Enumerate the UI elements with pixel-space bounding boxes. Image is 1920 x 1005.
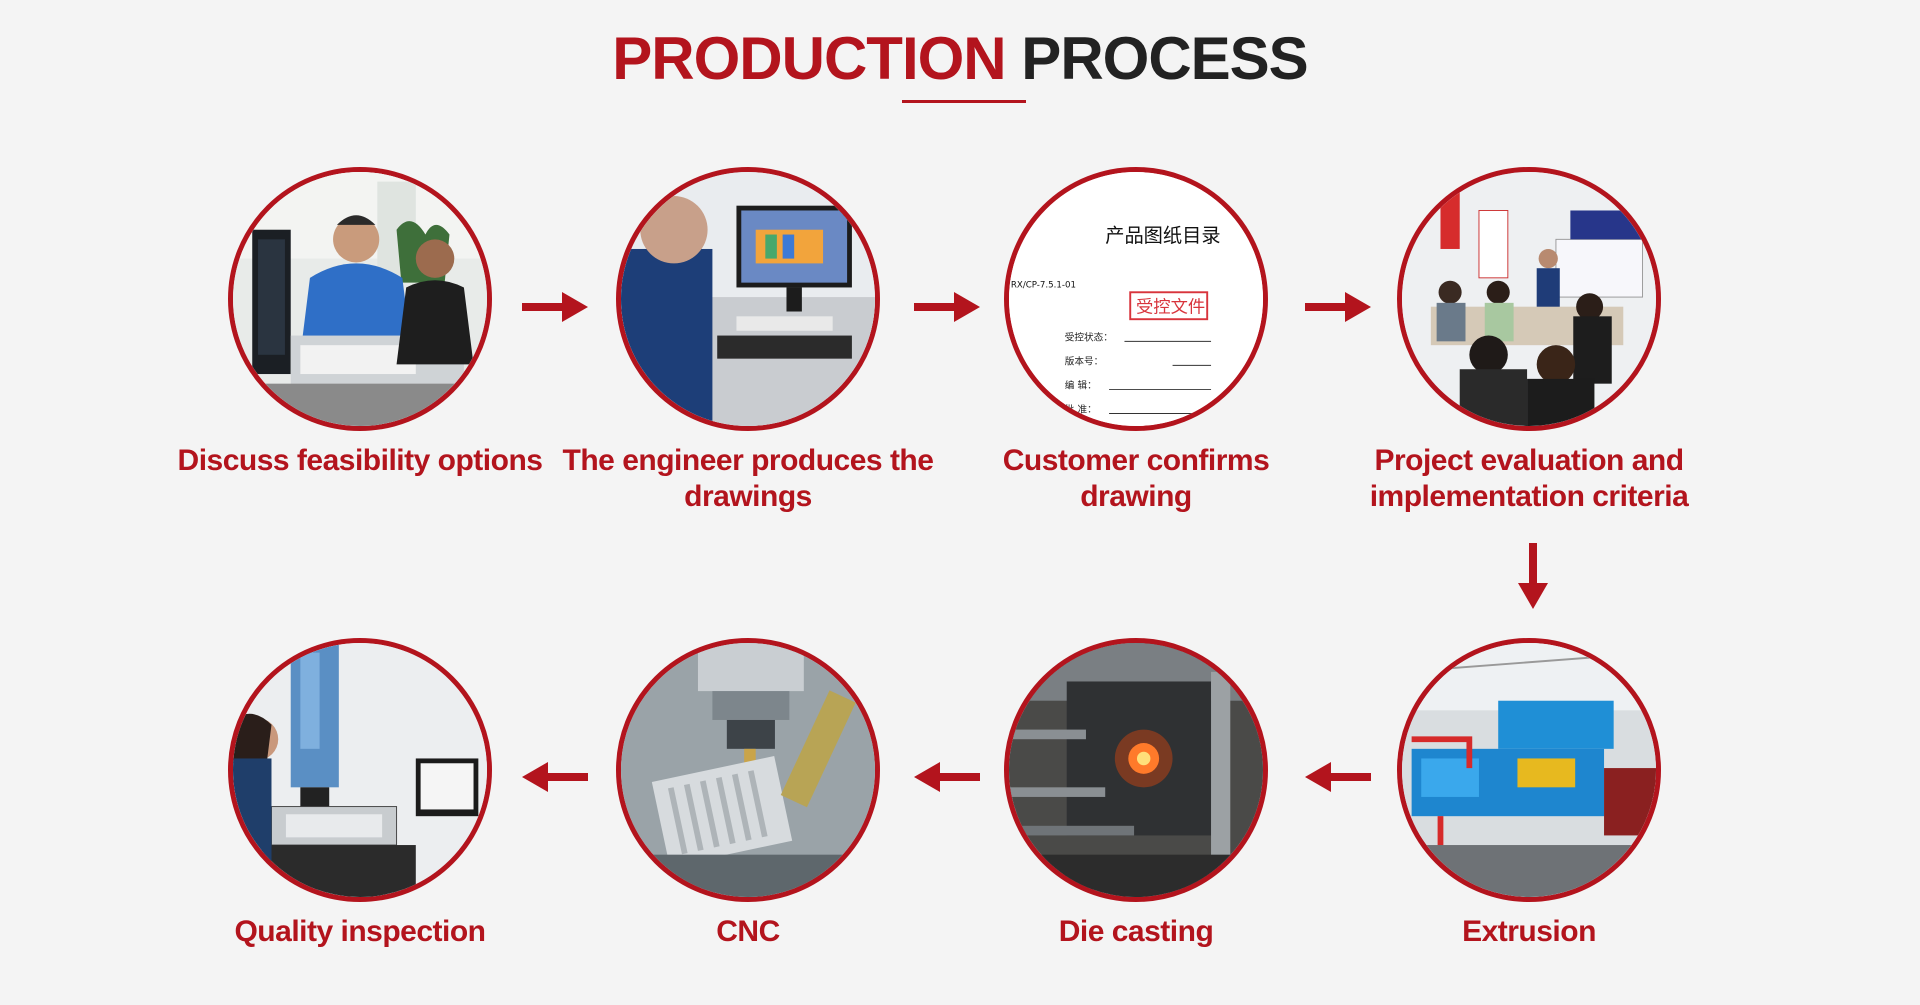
discussion-photo [228,167,492,431]
arrow-left-icon [522,762,588,792]
step-extrusion: Extrusion [1339,638,1719,950]
document-field: 编 辑： [1065,379,1097,391]
extrusion-photo [1397,638,1661,902]
engineer-photo [616,167,880,431]
step-caption: Discuss feasibility options [177,444,543,477]
step-quality-inspection: Quality inspection [170,638,550,950]
step-caption: Die casting [1058,915,1214,948]
step-caption: Quality inspection [234,915,486,948]
title-part-production: PRODUCTION [612,25,1006,92]
arrow-right-icon [522,292,588,322]
step-caption: Customer confirms drawing [1002,444,1270,513]
document-title: 产品图纸目录 [1105,224,1220,247]
cnc-photo [616,638,880,902]
step-engineer-drawings: The engineer produces the drawings [558,167,938,515]
arrow-right-icon [914,292,980,322]
step-customer-confirms: 产品图纸目录 RX/CP-7.5.1-01 受控文件 受控状态： 版本号： 编 … [946,167,1326,515]
step-project-evaluation: Project evaluation and implementation cr… [1339,167,1719,515]
title-part-process: PROCESS [1021,25,1308,92]
step-die-casting: Die casting [946,638,1326,950]
document-field: 批 准： [1065,404,1097,416]
arrow-down-icon [1518,543,1548,609]
die-casting-photo [1004,638,1268,902]
step-caption: Project evaluation and implementation cr… [1369,444,1689,513]
inspection-photo [228,638,492,902]
document-field: 版本号： [1065,355,1103,367]
controlled-document-stamp: 受控文件 [1136,297,1205,317]
title-underline [902,100,1026,103]
arrow-left-icon [1305,762,1371,792]
step-discuss-feasibility: Discuss feasibility options [170,167,550,479]
page-title: PRODUCTION PROCESS [0,24,1920,94]
drawing-catalog-document: 产品图纸目录 RX/CP-7.5.1-01 受控文件 受控状态： 版本号： 编 … [1004,167,1268,431]
step-cnc: CNC [558,638,938,950]
step-caption: Extrusion [1462,915,1596,948]
document-code: RX/CP-7.5.1-01 [1011,280,1076,290]
document-field: 受控状态： [1065,331,1113,343]
arrow-right-icon [1305,292,1371,322]
step-caption: CNC [716,915,780,948]
arrow-left-icon [914,762,980,792]
step-caption: The engineer produces the drawings [562,444,934,513]
meeting-photo [1397,167,1661,431]
